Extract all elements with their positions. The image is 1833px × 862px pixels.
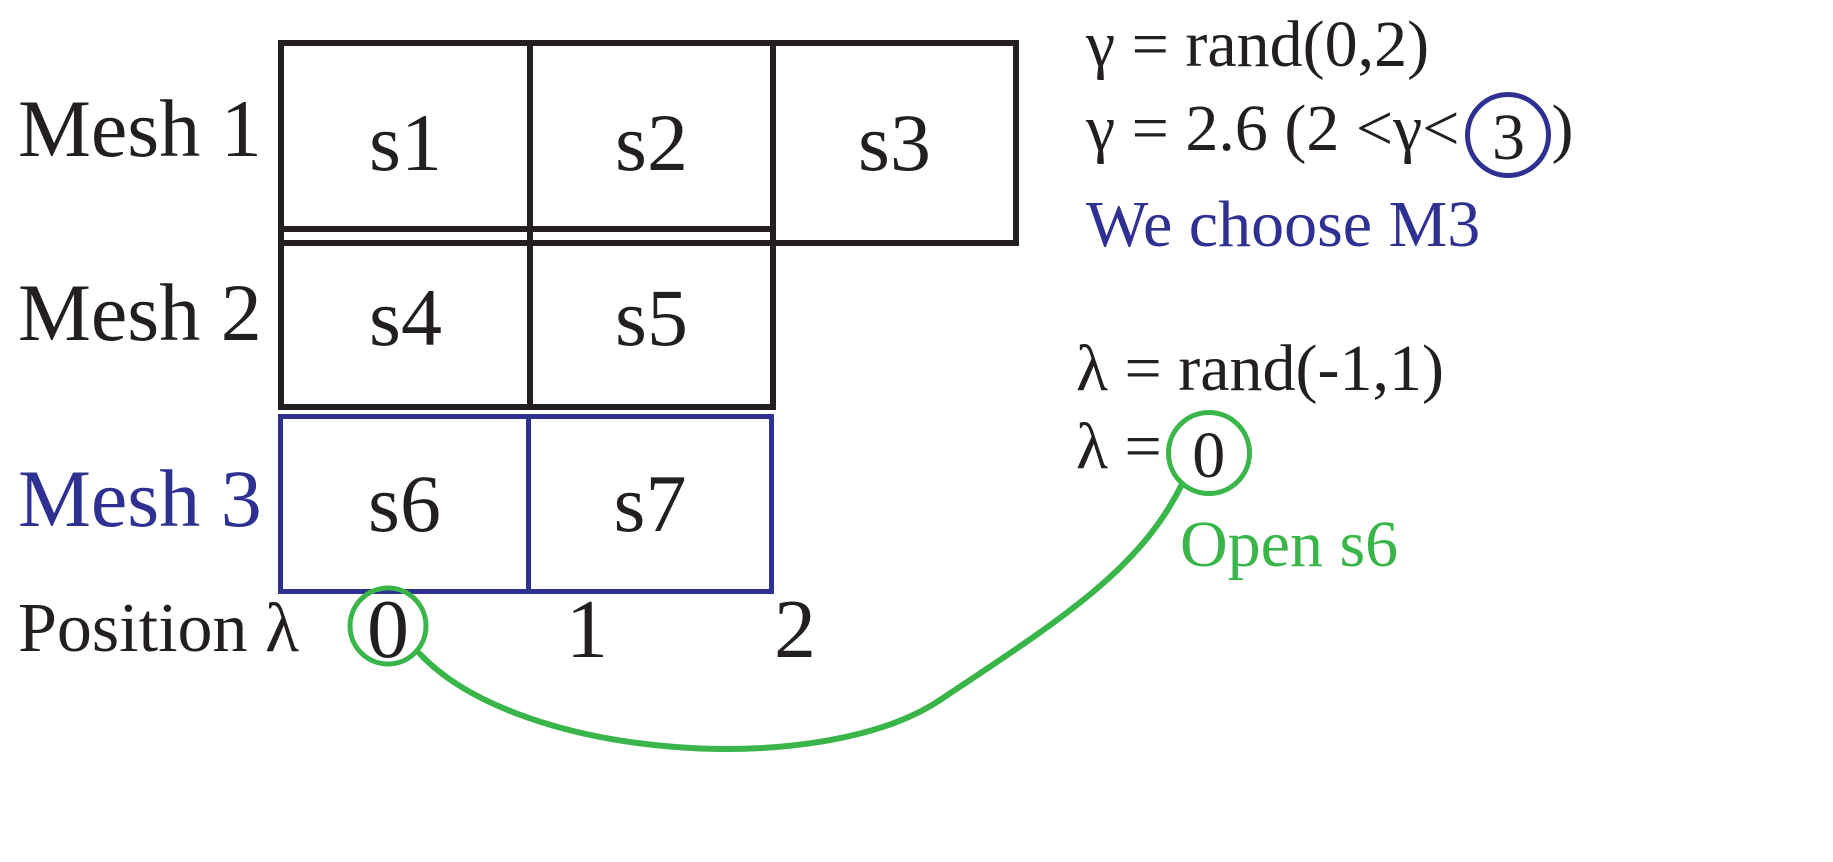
connector-curve <box>417 481 1185 752</box>
mesh-1-label: Mesh 1 <box>18 83 262 174</box>
mesh-cell-s5: s5 <box>527 232 770 404</box>
mesh-cell-s6: s6 <box>368 458 441 549</box>
gamma-value-text: γ = 2.6 (2 <γ< <box>1086 92 1460 166</box>
position-0: 0 <box>367 583 409 676</box>
mesh-2-label: Mesh 2 <box>18 267 262 358</box>
mesh-choice-note: We choose M3 <box>1086 188 1481 261</box>
position-2: 2 <box>774 583 816 676</box>
mesh-3-label: Mesh 3 <box>18 453 262 544</box>
gamma-formula: γ = rand(0,2) <box>1086 8 1430 81</box>
mesh-2-row: s4 s5 <box>278 226 776 410</box>
lambda-value-text: λ = <box>1076 410 1162 484</box>
position-0-circle <box>347 585 429 667</box>
mesh-cell-s3: s3 <box>770 46 1013 240</box>
lambda-value: λ =0 <box>1076 410 1252 496</box>
mesh-1-row: s1 s2 s3 <box>278 40 1019 246</box>
mesh-cell-s4: s4 <box>369 272 442 363</box>
mesh-cell-s2: s2 <box>527 46 770 240</box>
position-1: 1 <box>566 583 608 676</box>
mesh-3-row: s6 s7 <box>278 414 774 594</box>
position-label: Position λ <box>18 590 299 667</box>
open-cell-note: Open s6 <box>1180 508 1399 581</box>
lambda-formula: λ = rand(-1,1) <box>1076 332 1444 405</box>
mesh-cell-s7: s7 <box>526 419 769 589</box>
gamma-value: γ = 2.6 (2 <γ<3) <box>1086 92 1573 178</box>
gamma-circled-digit: 3 <box>1465 92 1552 178</box>
lambda-circled-digit: 0 <box>1165 410 1252 496</box>
mesh-cell-s1: s1 <box>369 97 442 188</box>
gamma-value-suffix: ) <box>1551 92 1574 166</box>
